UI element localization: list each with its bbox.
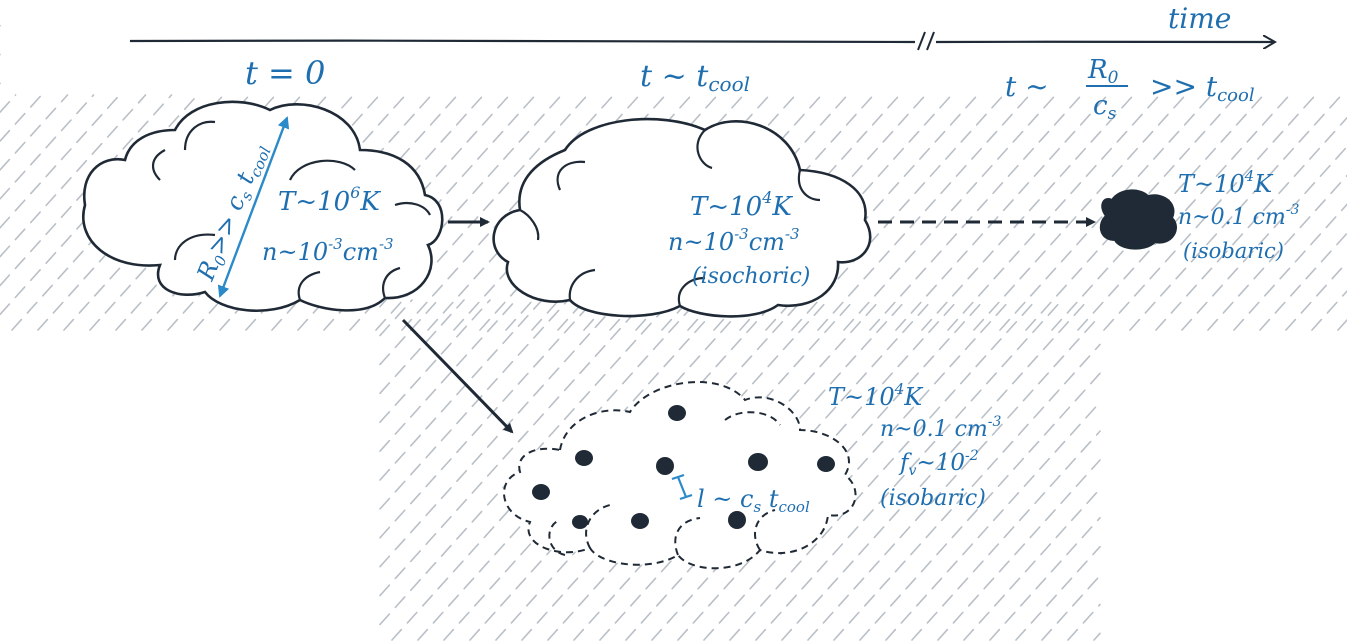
hatch-stroke xyxy=(833,343,1101,641)
hatch-stroke xyxy=(1103,94,1317,331)
collapsed-density: n~0.1 cm-3 xyxy=(1178,202,1299,230)
cooled-density: n~10-3cm-3 xyxy=(668,225,800,256)
hatch-stroke xyxy=(1233,203,1347,331)
hatch-stroke xyxy=(973,94,1187,331)
hatch-stroke xyxy=(401,94,615,331)
hatch-stroke xyxy=(0,94,69,171)
hatch-stroke xyxy=(379,299,439,366)
hatch-stroke xyxy=(379,299,465,395)
svg-text:>> tcool: >> tcool xyxy=(1150,70,1255,106)
svg-text:t ~: t ~ xyxy=(1005,70,1049,103)
hatch-stroke xyxy=(0,94,17,114)
svg-text:cs: cs xyxy=(1093,91,1117,124)
label-t-cool: t ~ tcool xyxy=(640,59,750,96)
hatch-stroke xyxy=(1067,603,1101,641)
collapsed-cloud xyxy=(1099,189,1177,250)
hatch-stroke xyxy=(807,314,1101,641)
cooled-cloud xyxy=(492,117,872,318)
hatch-stroke xyxy=(1155,116,1347,331)
svg-text:R0: R0 xyxy=(1087,55,1119,88)
fragmented-temperature: T~104K xyxy=(828,380,924,411)
initial-cloud xyxy=(82,100,444,312)
hatch-stroke xyxy=(1311,290,1347,331)
hatch-stroke xyxy=(937,459,1101,641)
fragmented-note: (isobaric) xyxy=(880,486,986,511)
axis-label-time: time xyxy=(1168,2,1231,35)
hatch-stroke xyxy=(547,299,855,641)
hatch-stroke xyxy=(625,299,933,641)
fragmented-cloud xyxy=(503,381,857,570)
hatch-stroke xyxy=(521,299,829,641)
hatch-stroke xyxy=(0,94,95,200)
hatch-stroke xyxy=(911,430,1101,641)
hatch-stroke xyxy=(0,94,43,142)
hatch-stroke xyxy=(495,299,803,641)
hatch-stroke xyxy=(677,299,985,641)
hatch-stroke xyxy=(755,299,1063,641)
hatch-stroke xyxy=(379,299,491,424)
hatch-stroke xyxy=(999,94,1213,331)
hatch-stroke xyxy=(1337,319,1347,331)
hatch-stroke xyxy=(573,299,881,641)
hatch-stroke xyxy=(1015,545,1101,641)
hatch-stroke xyxy=(379,299,621,568)
hatch-stroke xyxy=(379,299,595,539)
hatch-stroke xyxy=(379,299,387,308)
hatch-stroke xyxy=(921,94,1135,331)
initial-temperature: T~106K xyxy=(278,183,381,217)
hatch-stroke xyxy=(391,299,699,641)
hatch-stroke xyxy=(379,299,517,452)
hatch-stroke xyxy=(729,299,1037,641)
hatch-stroke xyxy=(379,299,569,510)
hatch-stroke xyxy=(1285,261,1347,331)
hatch-stroke xyxy=(1041,574,1101,641)
cooled-note: (isochoric) xyxy=(692,264,810,289)
initial-density: n~10-3cm-3 xyxy=(262,235,394,266)
hatch-stroke xyxy=(417,299,725,641)
hatch-stroke xyxy=(947,94,1161,331)
hatch-stroke xyxy=(1051,94,1265,331)
hatch-stroke xyxy=(469,299,777,641)
hatch-stroke xyxy=(703,299,1011,641)
collapsed-note: (isobaric) xyxy=(1183,239,1284,263)
hatch-stroke xyxy=(843,94,1057,331)
hatch-stroke xyxy=(781,299,1089,641)
hatch-stroke xyxy=(1207,174,1347,331)
hatch-stroke xyxy=(443,299,751,641)
hatch-stroke xyxy=(1129,94,1343,331)
hatch-stroke xyxy=(379,299,647,597)
length-scale-marker xyxy=(671,473,693,501)
fragment-clumps xyxy=(532,405,835,529)
hatch-stroke xyxy=(1181,145,1347,331)
cooled-temperature: T~104K xyxy=(690,188,793,222)
hatch-stroke xyxy=(885,401,1101,641)
fragmented-density: n~0.1 cm-3 xyxy=(880,414,1001,442)
hatch-stroke xyxy=(817,94,1031,331)
hatch-stroke xyxy=(859,372,1101,641)
hatch-stroke xyxy=(989,516,1101,641)
hatch-stroke xyxy=(379,299,543,481)
hatch-stroke xyxy=(1077,94,1291,331)
length-scale-label: l ~ cs tcool xyxy=(697,485,810,516)
arrow-to-fragmented-cloud xyxy=(401,318,514,434)
label-t-zero: t = 0 xyxy=(245,54,325,92)
hatch-stroke xyxy=(0,94,147,258)
hatch-stroke xyxy=(599,299,907,641)
axis-break-mark xyxy=(917,31,935,51)
hatch-stroke xyxy=(651,299,959,641)
hatch-stroke xyxy=(895,94,1109,331)
hatch-stroke xyxy=(1025,94,1239,331)
collapsed-temperature: T~104K xyxy=(1178,167,1274,198)
hatch-stroke xyxy=(0,94,121,229)
hatch-stroke xyxy=(379,299,413,337)
label-t-late: t ~ R0 cs >> tcool xyxy=(1005,55,1255,124)
time-axis: time xyxy=(129,2,1275,51)
fragmented-filling-factor: fv~10-2 xyxy=(898,448,979,479)
hatch-stroke xyxy=(1093,632,1101,641)
radius-arrow xyxy=(217,116,290,298)
hatch-stroke xyxy=(869,94,1083,331)
hatch-stroke xyxy=(963,488,1101,641)
